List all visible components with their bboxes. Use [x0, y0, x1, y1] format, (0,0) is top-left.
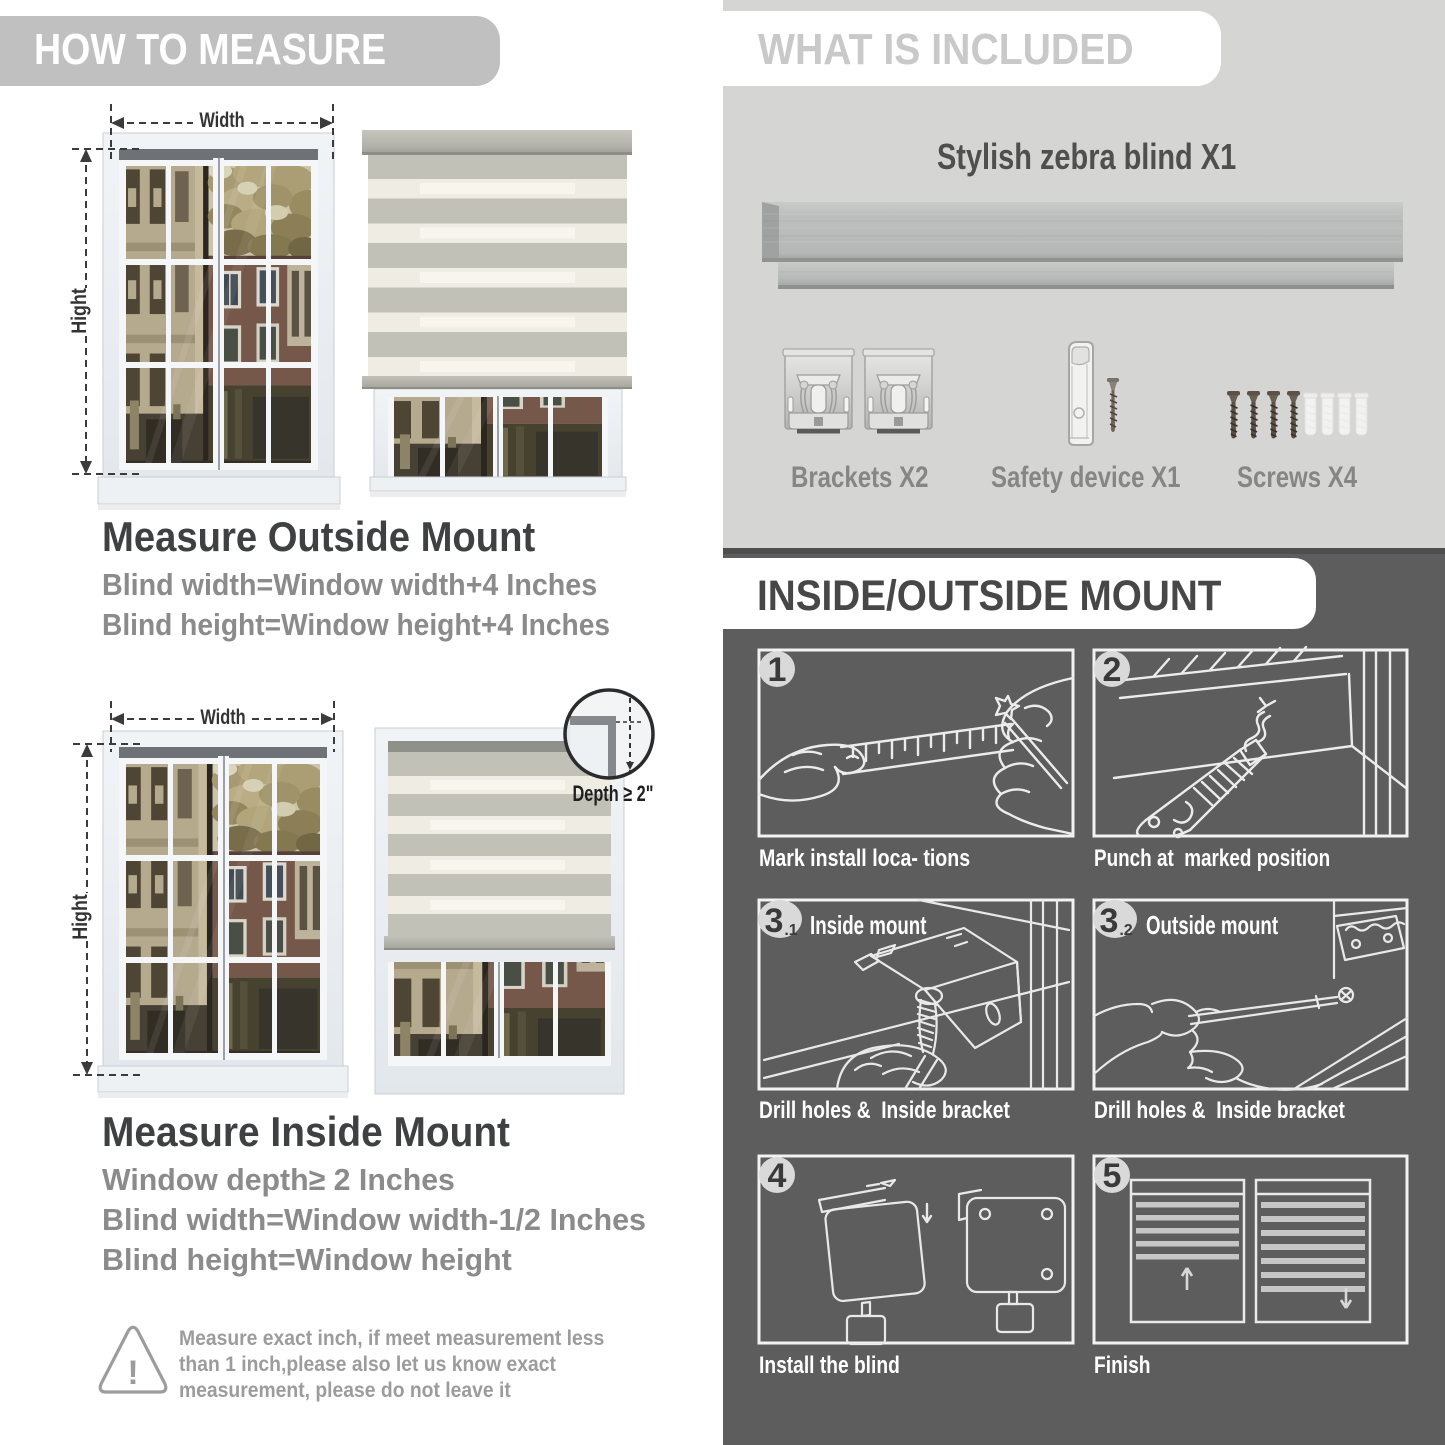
svg-text:4: 4	[768, 1157, 787, 1195]
svg-text:2: 2	[1103, 651, 1122, 689]
svg-text:5: 5	[1103, 1157, 1122, 1195]
svg-text:3: 3	[765, 902, 784, 940]
svg-text:!: !	[127, 1354, 138, 1392]
svg-text:.1: .1	[784, 922, 797, 939]
svg-text:1: 1	[768, 651, 787, 689]
svg-text:3: 3	[1100, 902, 1119, 940]
svg-text:.2: .2	[1119, 922, 1132, 939]
